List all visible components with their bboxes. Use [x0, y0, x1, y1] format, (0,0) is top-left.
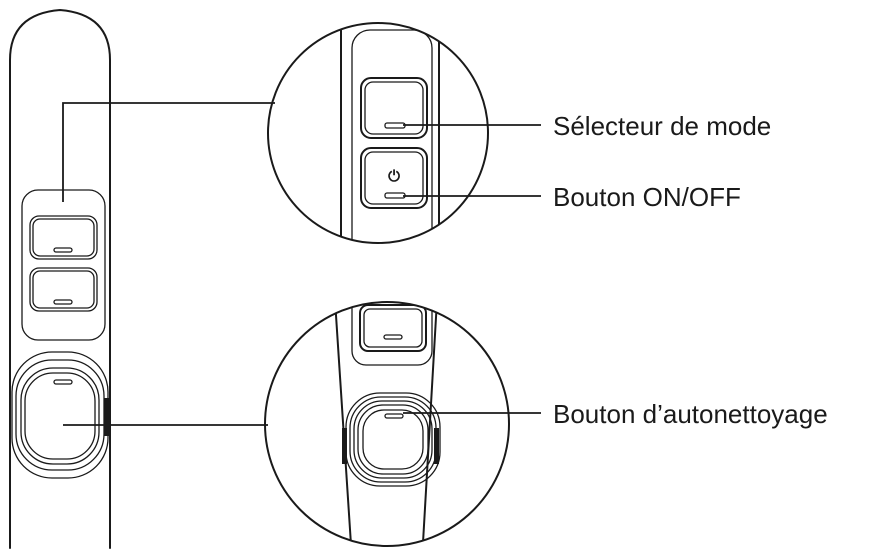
zoom-circle-top: ⏻: [267, 22, 489, 244]
label-self-clean-button: Bouton d’autonettoyage: [553, 399, 828, 429]
zoom-on-off-button[interactable]: [360, 147, 428, 209]
device-handle: [9, 9, 111, 549]
self-clean-button[interactable]: [11, 351, 109, 479]
on-off-button[interactable]: [29, 267, 98, 312]
zoom-mode-selector-button[interactable]: [360, 77, 428, 139]
label-mode-selector: Sélecteur de mode: [553, 111, 771, 141]
power-icon: ⏻: [388, 167, 400, 185]
button-panel: [21, 189, 106, 341]
mode-selector-button[interactable]: [29, 215, 98, 260]
zoom-self-clean-button[interactable]: [345, 392, 441, 487]
zoom-leader-top: [62, 102, 275, 202]
label-on-off-button: Bouton ON/OFF: [553, 182, 741, 212]
handle-outline: [9, 9, 111, 549]
zoom-circle-bottom: [264, 301, 510, 547]
